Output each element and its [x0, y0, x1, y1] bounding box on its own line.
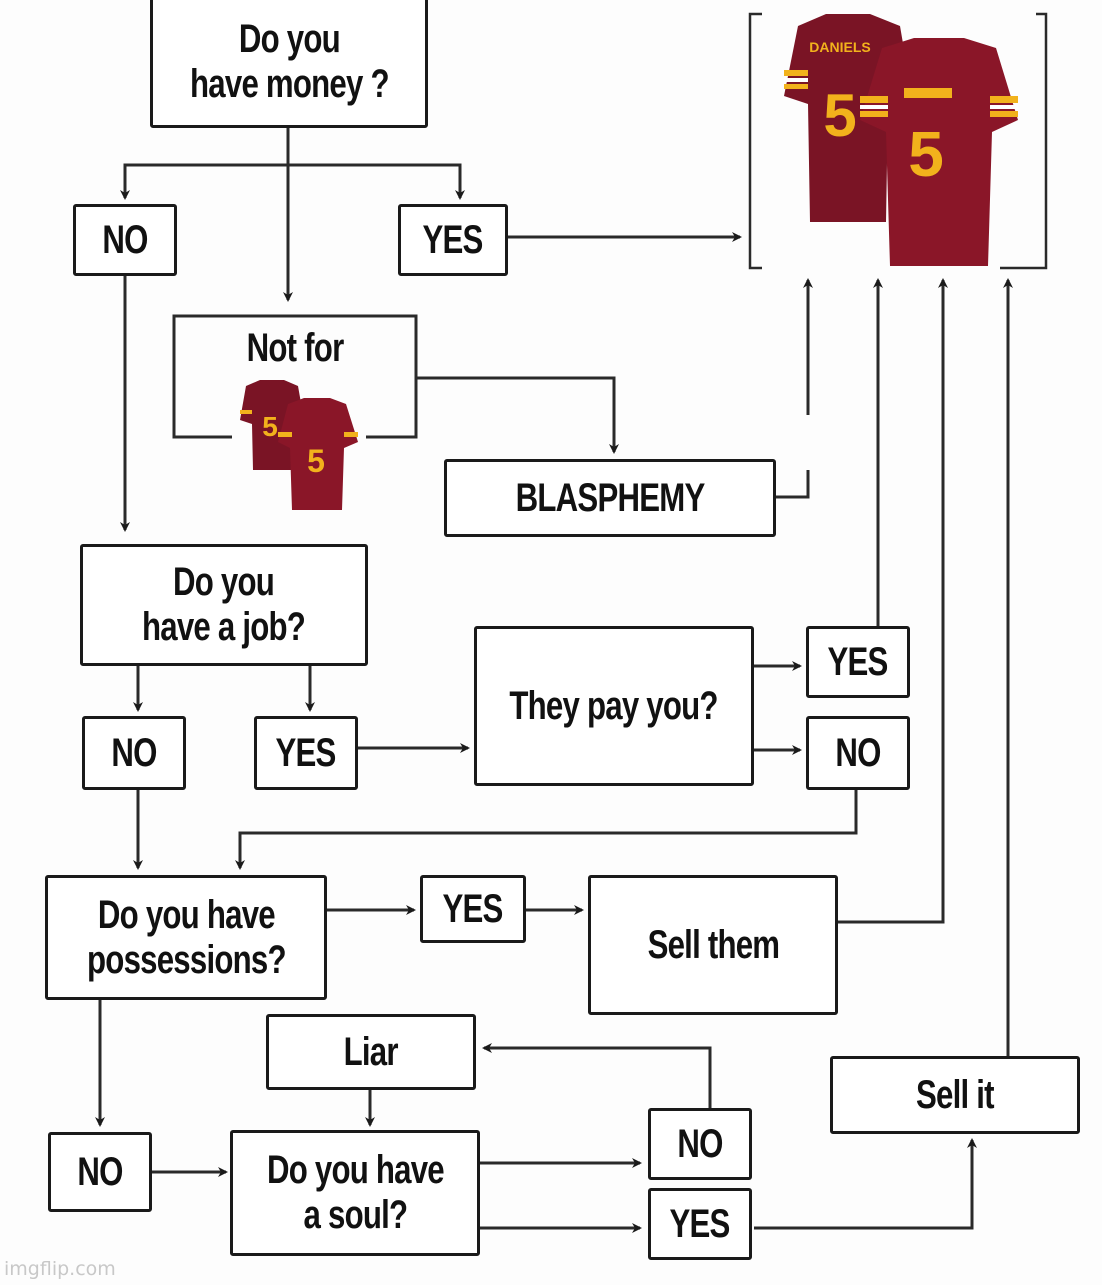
node-poss-no: NO [48, 1132, 152, 1212]
node-job-no: NO [82, 716, 186, 790]
jersey-bracket-left [748, 12, 762, 270]
node-soul-yes: YES [648, 1188, 752, 1260]
edge-soulyes-sellit [754, 1138, 977, 1230]
node-blasphemy: BLASPHEMY [444, 459, 776, 537]
edge-money-no [120, 163, 288, 200]
node-poss-yes: YES [420, 875, 526, 943]
jersey-image-large: DANIELS 5 5 [784, 14, 1018, 266]
node-pay-yes: YES [806, 626, 910, 698]
node-soul-no: NO [648, 1108, 752, 1180]
edge-sell-up [838, 278, 948, 924]
imgflip-watermark: imgflip.com [4, 1258, 116, 1280]
jersey-number: 5 [823, 82, 856, 149]
node-sell-them: Sell them [588, 875, 838, 1015]
edge-blasphemy-up [776, 470, 810, 499]
jersey-bracket-right [1000, 12, 1048, 270]
node-have-possessions: Do you have possessions? [45, 875, 327, 1000]
node-money-yes: YES [398, 204, 508, 276]
node-have-money: Do you have money ? [150, 0, 428, 128]
notfor-bracket [172, 314, 418, 439]
edge-payno-poss [235, 790, 858, 870]
jersey-image-small: 5 5 [240, 380, 358, 510]
node-not-for-label: Not for [246, 326, 345, 370]
node-money-no: NO [73, 204, 177, 276]
svg-text:5: 5 [307, 443, 325, 479]
svg-text:5: 5 [262, 411, 278, 442]
jersey-name: DANIELS [809, 39, 870, 55]
node-liar: Liar [266, 1014, 476, 1090]
node-they-pay: They pay you? [474, 626, 754, 786]
node-have-job: Do you have a job? [80, 544, 368, 666]
node-sell-it: Sell it [830, 1056, 1080, 1134]
edge-money-yes [288, 163, 465, 200]
node-pay-no: NO [806, 716, 910, 790]
jersey-number-front: 5 [908, 118, 944, 190]
edge-notfor-blasphemy [416, 376, 619, 454]
node-job-yes: YES [254, 716, 358, 790]
node-have-soul: Do you have a soul? [230, 1130, 480, 1256]
edge-soulno-liar [482, 1043, 712, 1108]
